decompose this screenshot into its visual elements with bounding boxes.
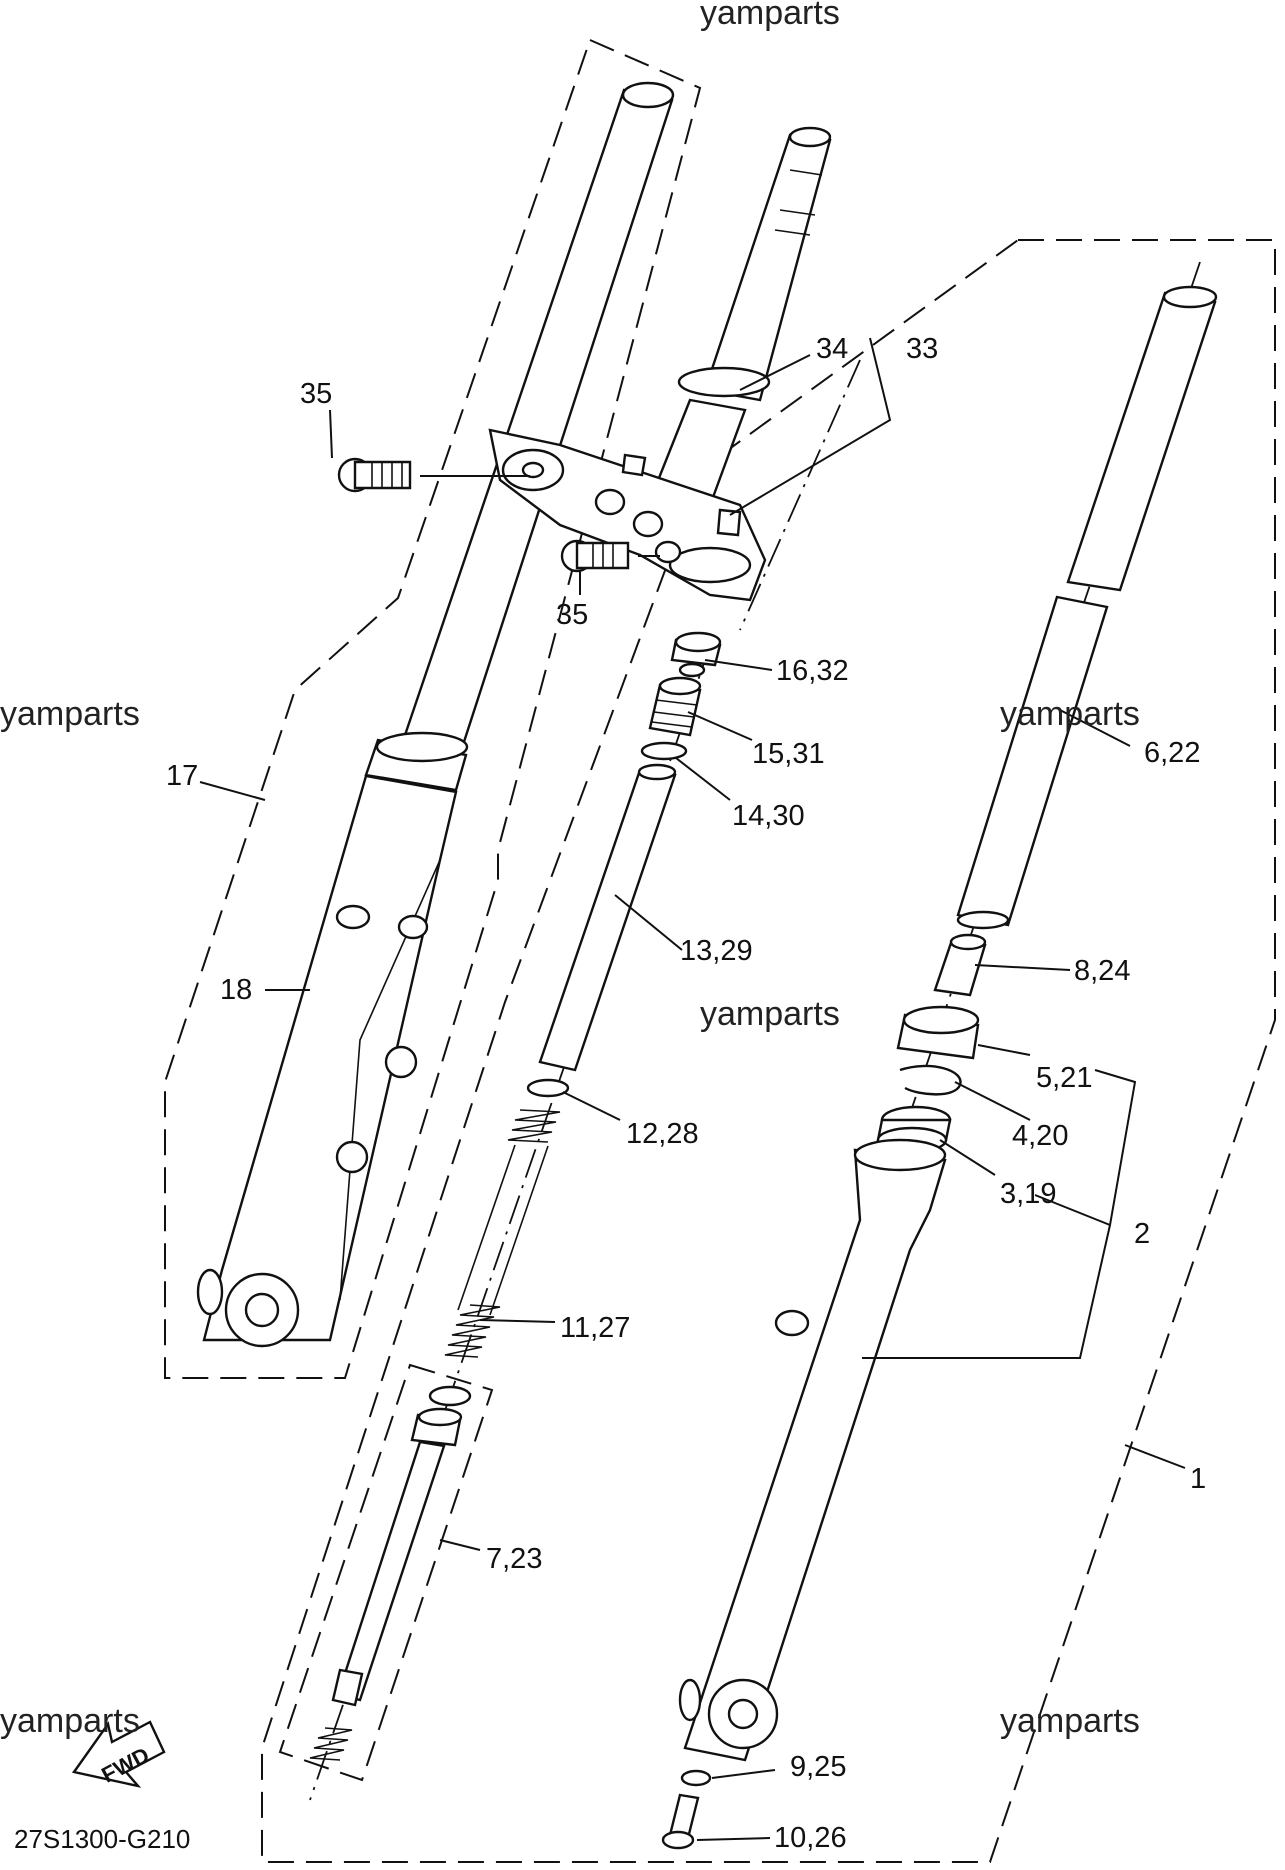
callout-33: 33 [906, 333, 938, 365]
callout-12-28: 12,28 [626, 1118, 699, 1150]
dust-seal-5 [896, 1005, 980, 1060]
spring-upper [507, 1109, 561, 1143]
callout-15-31: 15,31 [752, 738, 825, 770]
spring-11 [444, 1304, 501, 1358]
rebound-spring-lower [309, 1727, 353, 1761]
damper-rod-group-boundary [278, 1363, 494, 1782]
fork-pipe-13 [538, 763, 677, 1072]
damper-rod-7 [331, 1385, 472, 1707]
bolt-10 [661, 1793, 700, 1850]
callout-4-20: 4,20 [1012, 1120, 1068, 1152]
watermark: yamparts [0, 695, 140, 733]
callout-16-32: 16,32 [776, 655, 849, 687]
callout-6-22: 6,22 [1144, 737, 1200, 769]
inner-tube-6 [956, 285, 1218, 930]
left-fork-assembly [196, 81, 675, 1348]
bolt-35-lower [560, 539, 630, 573]
callout-1: 1 [1190, 1463, 1206, 1495]
washer-12 [526, 1078, 570, 1098]
clip-4 [899, 1064, 962, 1096]
callout-3-19: 3,19 [1000, 1178, 1056, 1210]
oil-lock-piece-8 [933, 933, 987, 997]
diagram-code: 27S1300-G210 [14, 1824, 190, 1854]
callout-35-lower: 35 [556, 599, 588, 631]
callout-35-upper: 35 [300, 378, 332, 410]
callout-18: 18 [220, 974, 252, 1006]
bearing-race-34 [677, 366, 771, 398]
spacer-15 [648, 676, 702, 737]
steering-stem-bracket [488, 126, 832, 602]
fwd-arrow-icon: FWD [71, 1720, 166, 1788]
callout-13-29: 13,29 [680, 935, 753, 967]
watermark: yamparts [0, 1702, 140, 1740]
watermark: yamparts [700, 0, 840, 32]
outer-tube-2 [678, 1138, 947, 1762]
callout-14-30: 14,30 [732, 800, 805, 832]
callout-10-26: 10,26 [774, 1822, 847, 1854]
callout-11-27: 11,27 [560, 1312, 630, 1344]
callout-17: 17 [166, 760, 198, 792]
watermark: yamparts [700, 995, 840, 1033]
callout-9-25: 9,25 [790, 1751, 846, 1783]
center-line-upper [739, 359, 861, 631]
callout-8-24: 8,24 [1074, 955, 1130, 987]
callout-34: 34 [816, 333, 848, 365]
callout-7-23: 7,23 [486, 1543, 542, 1575]
callout-2: 2 [1134, 1218, 1150, 1250]
o-ring-14 [640, 741, 688, 761]
watermark: yamparts [1000, 1702, 1140, 1740]
callout-5-21: 5,21 [1036, 1062, 1092, 1094]
cap-bolt-16 [670, 631, 722, 678]
fork-assembly-1-boundary [261, 239, 1276, 1863]
bolt-35-upper [337, 457, 412, 493]
gasket-9 [680, 1769, 712, 1787]
watermark: yamparts [1000, 695, 1140, 733]
